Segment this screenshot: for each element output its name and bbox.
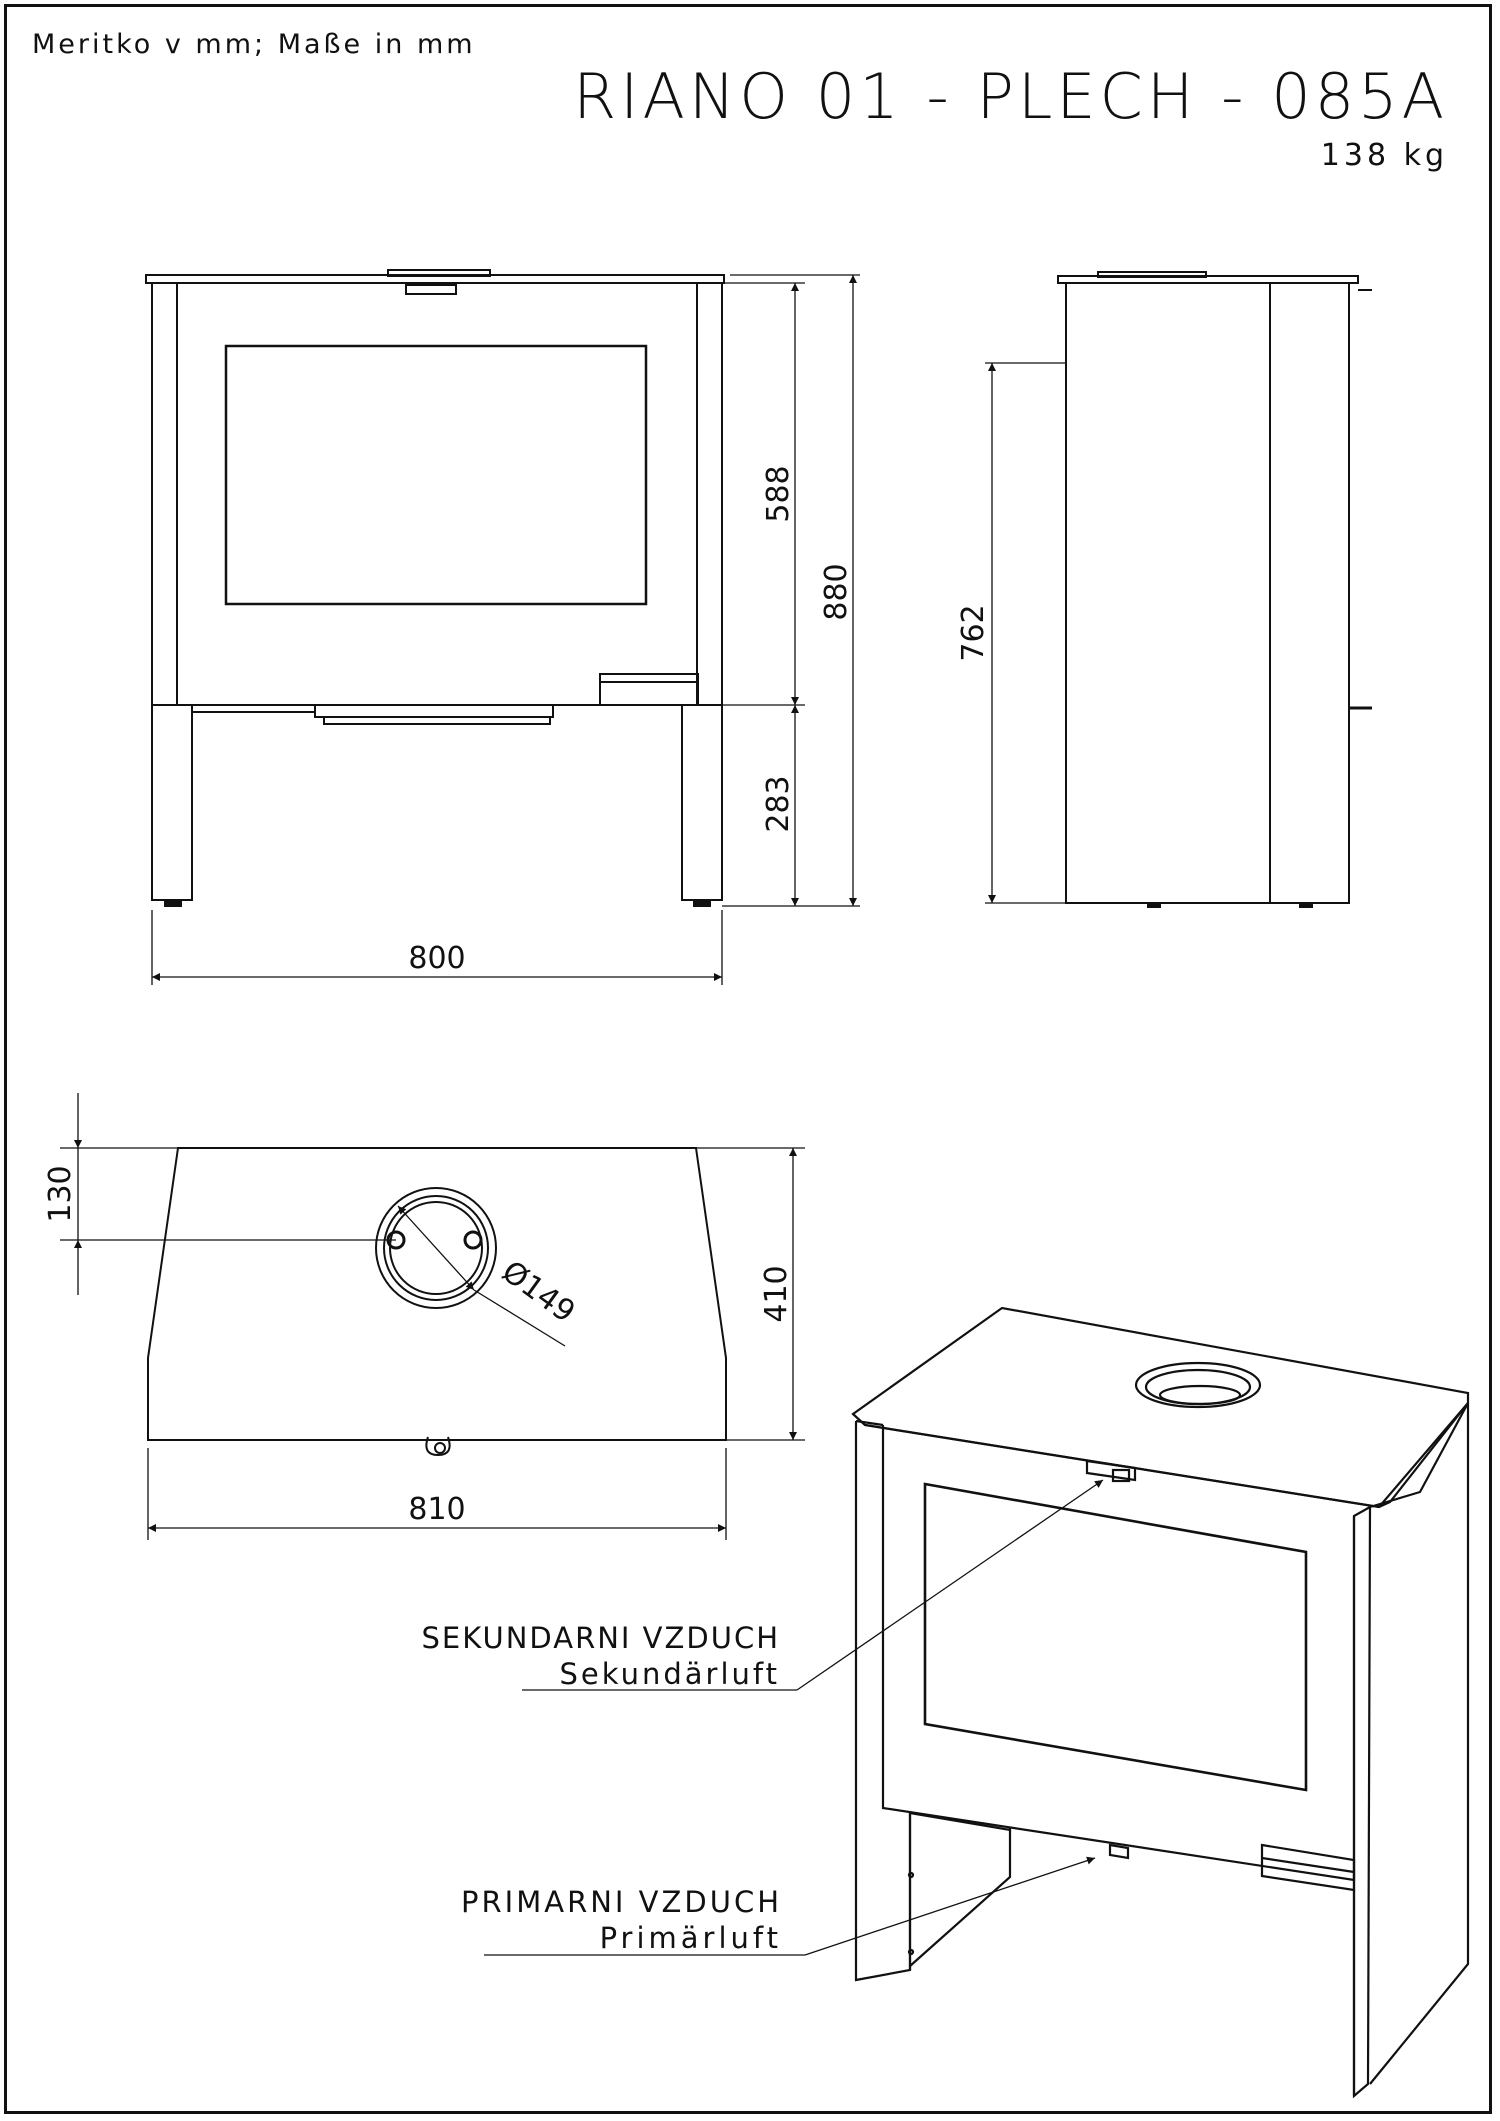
dim-top-width: 810 xyxy=(408,1492,465,1527)
front-dimensions xyxy=(151,274,860,985)
flue-outlet xyxy=(375,1187,497,1309)
front-leg-left xyxy=(151,704,193,901)
isometric-view xyxy=(851,1306,1470,2099)
front-leg-right xyxy=(681,704,723,901)
label-primary-air-de: Primärluft xyxy=(600,1921,782,1955)
front-view xyxy=(145,269,725,907)
dim-front-width: 800 xyxy=(408,941,465,976)
dim-side-height: 762 xyxy=(956,604,991,661)
side-dimensions xyxy=(985,362,1066,904)
scale-note: Meritko v mm; Maße in mm xyxy=(32,29,476,60)
drawing-title: RIANO 01 - PLECH - 085A xyxy=(573,60,1448,133)
label-secondary-air-cz: SEKUNDARNI VZDUCH xyxy=(422,1621,780,1655)
dim-top-depth: 410 xyxy=(759,1265,794,1322)
weight-label: 138 kg xyxy=(1321,138,1448,173)
iso-glass xyxy=(923,1482,1308,1792)
dim-glass-height: 588 xyxy=(761,465,796,522)
front-glass xyxy=(224,344,648,606)
iso-flue xyxy=(1134,1361,1262,1409)
dim-leg-height: 283 xyxy=(761,775,796,832)
side-view xyxy=(1057,271,1372,908)
dim-total-height: 880 xyxy=(819,563,854,620)
air-leaders xyxy=(484,1479,1104,1956)
label-primary-air-cz: PRIMARNI VZDUCH xyxy=(461,1885,782,1919)
dim-flue-offset: 130 xyxy=(43,1165,78,1222)
dim-flue-diameter: Ø149 xyxy=(495,1254,581,1330)
drawing-frame xyxy=(4,4,1492,2114)
top-view xyxy=(147,1147,727,1457)
top-dimensions xyxy=(60,1093,805,1540)
label-secondary-air-de: Sekundärluft xyxy=(559,1657,780,1691)
